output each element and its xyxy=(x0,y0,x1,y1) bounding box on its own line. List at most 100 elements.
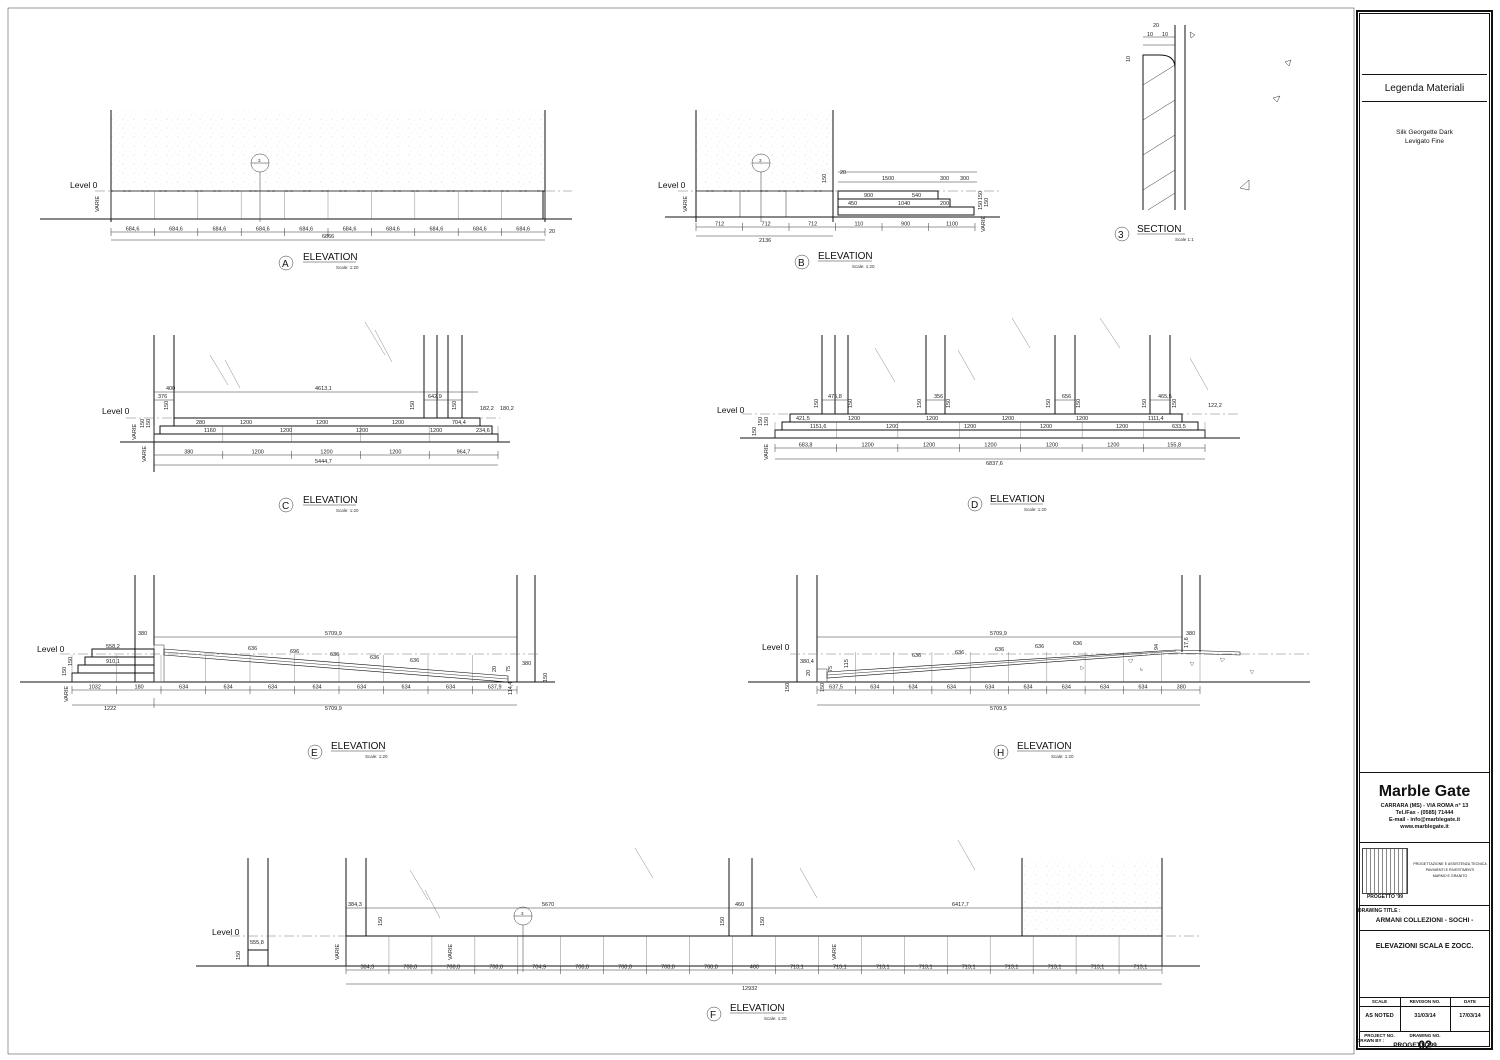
col-dim: 150 xyxy=(917,399,923,408)
dim-label: 634 xyxy=(1138,685,1147,691)
view-scale: Scale: 1:20 xyxy=(365,754,388,759)
top-dim: 20 xyxy=(1153,23,1159,29)
dim-label: 634 xyxy=(909,685,918,691)
material-line-2: Levigato Fine xyxy=(1404,138,1445,145)
dim-label: 634 xyxy=(224,685,233,691)
view-title: ELEVATION xyxy=(990,494,1045,505)
dim-label: 634 xyxy=(357,685,366,691)
overall-dim: 5709,9 xyxy=(325,706,342,712)
top-dim: 5709,9 xyxy=(325,631,342,637)
revision-row-divider xyxy=(1359,1006,1490,1007)
lower-dim: 234,6 xyxy=(476,428,490,434)
dim-label: 704,9 xyxy=(532,965,546,971)
company-divider xyxy=(1359,772,1490,773)
step-dim: 558,2 xyxy=(106,644,120,650)
dim-label: 1200 xyxy=(320,450,332,456)
left-dim: 20 xyxy=(806,670,812,676)
vertical-dim-label: VARIE xyxy=(335,944,341,960)
dim-label: 708,8 xyxy=(661,965,675,971)
view-title: SECTION xyxy=(1137,224,1181,235)
aggregate-marks xyxy=(1189,31,1292,191)
lower-dim: 633,5 xyxy=(1172,424,1186,430)
drawing-title-label: DRAWING TITLE : xyxy=(1358,908,1401,914)
col-dim: 150 xyxy=(760,917,766,926)
upper-dim: 704,4 xyxy=(452,420,466,426)
dim-label: 713,1 xyxy=(876,965,890,971)
dim-label: 684,6 xyxy=(430,227,444,233)
view-bubble xyxy=(794,254,810,270)
view-bubble xyxy=(307,744,323,760)
revision-table xyxy=(1359,997,1490,998)
company-web: www.marblegate.it xyxy=(1400,824,1449,830)
dim-label: 460 xyxy=(750,965,759,971)
studio-line-2: PAVIMENTI E RIVESTIMENTI xyxy=(1425,868,1475,872)
right-dim: 94 xyxy=(1154,644,1160,650)
left-dim: 75 xyxy=(828,666,834,672)
height-dim: 150 xyxy=(984,198,990,207)
dim-label: 712 xyxy=(762,222,771,228)
dim-label: 1200 xyxy=(1107,443,1119,449)
view-bubble xyxy=(1114,226,1130,242)
dim-label: 684,6 xyxy=(343,227,357,233)
dim-label: 634 xyxy=(1100,685,1109,691)
vertical-dim-label: VARIE xyxy=(132,424,138,440)
elevation-f: 384,3 5670 460 6417,7 555,8 150 150 150 … xyxy=(196,839,1200,1022)
project-name: ARMANI COLLEZIONI - SOCHI - xyxy=(1375,917,1474,924)
view-bubble xyxy=(278,255,294,271)
overall-dim: 5709,5 xyxy=(990,706,1007,712)
dim-label: 713,1 xyxy=(833,965,847,971)
level-label: Level 0 xyxy=(762,642,790,652)
top-dim: 380 xyxy=(138,631,147,637)
left-dim: 115 xyxy=(844,659,850,668)
elevation-c: 400 4613,1 376 150 642,9 150 280 1200 12… xyxy=(102,321,514,513)
detail-ref: 3 xyxy=(759,158,762,163)
lower-dim: 1200 xyxy=(1040,424,1052,430)
height-dim: 150 xyxy=(164,401,170,410)
view-letter: A xyxy=(282,259,289,270)
project-row-divider xyxy=(1359,1031,1490,1032)
dim-label: 634 xyxy=(1062,685,1071,691)
height-dim: 150 xyxy=(822,174,828,183)
material-line-1: Silk Georgette Dark xyxy=(1396,129,1453,136)
detail-ref: 3 xyxy=(521,911,524,916)
legend-title: Legenda Materiali xyxy=(1384,83,1465,94)
lower-dim: 1200 xyxy=(356,428,368,434)
elevation-e: 380 5709,9 558,2 910,1 636 696 636 636 6… xyxy=(20,575,555,760)
upper-dim: 280 xyxy=(196,420,205,426)
height-dim: 150 xyxy=(62,667,68,676)
upper-dim: 1200 xyxy=(1002,416,1014,422)
dim-label: 155,8 xyxy=(1167,443,1181,449)
view-scale: Scale: 1:20 xyxy=(336,508,359,513)
view-scale: Scale: 1:20 xyxy=(852,264,875,269)
col-dim: 656 xyxy=(1062,394,1071,400)
upper-dim: 421,5 xyxy=(796,416,810,422)
dim-label: 634 xyxy=(313,685,322,691)
vertical-dim-label: VARIE xyxy=(142,446,148,462)
slope-dim: 636 xyxy=(955,650,964,656)
col-dim: 465,5 xyxy=(1158,394,1172,400)
studio-logo: PROGETTO '99 xyxy=(1366,894,1404,900)
drawn-by: PROGETTO99 xyxy=(1393,1042,1437,1049)
dim-label: 684,6 xyxy=(256,227,270,233)
revision-col-divider xyxy=(1400,997,1401,1031)
project-no-label: PROJECT NO. xyxy=(1364,1033,1395,1038)
dim-label: 1032 xyxy=(89,685,101,691)
left-dim: 555,8 xyxy=(250,940,264,946)
upper-dim: 1200 xyxy=(392,420,404,426)
wall-texture xyxy=(696,110,833,190)
dim-label: 684,6 xyxy=(169,227,183,233)
vertical-dim-label: VARIE xyxy=(95,196,101,212)
small-dim: 150 xyxy=(820,683,826,692)
dim-label: 110 xyxy=(855,222,864,228)
upper-dim: 1200 xyxy=(848,416,860,422)
overall-dim: 6837,6 xyxy=(986,461,1003,467)
slope-dim: 636 xyxy=(330,652,339,658)
view-scale: Scale: 1:20 xyxy=(764,1016,787,1021)
vertical-dim-label: VARIE xyxy=(448,944,454,960)
dim-label: 900 xyxy=(901,222,910,228)
revision-col-divider xyxy=(1450,997,1451,1031)
height-dim: 150 xyxy=(146,419,152,428)
step-dim: 910,1 xyxy=(106,659,120,665)
dim-label: 634 xyxy=(179,685,188,691)
